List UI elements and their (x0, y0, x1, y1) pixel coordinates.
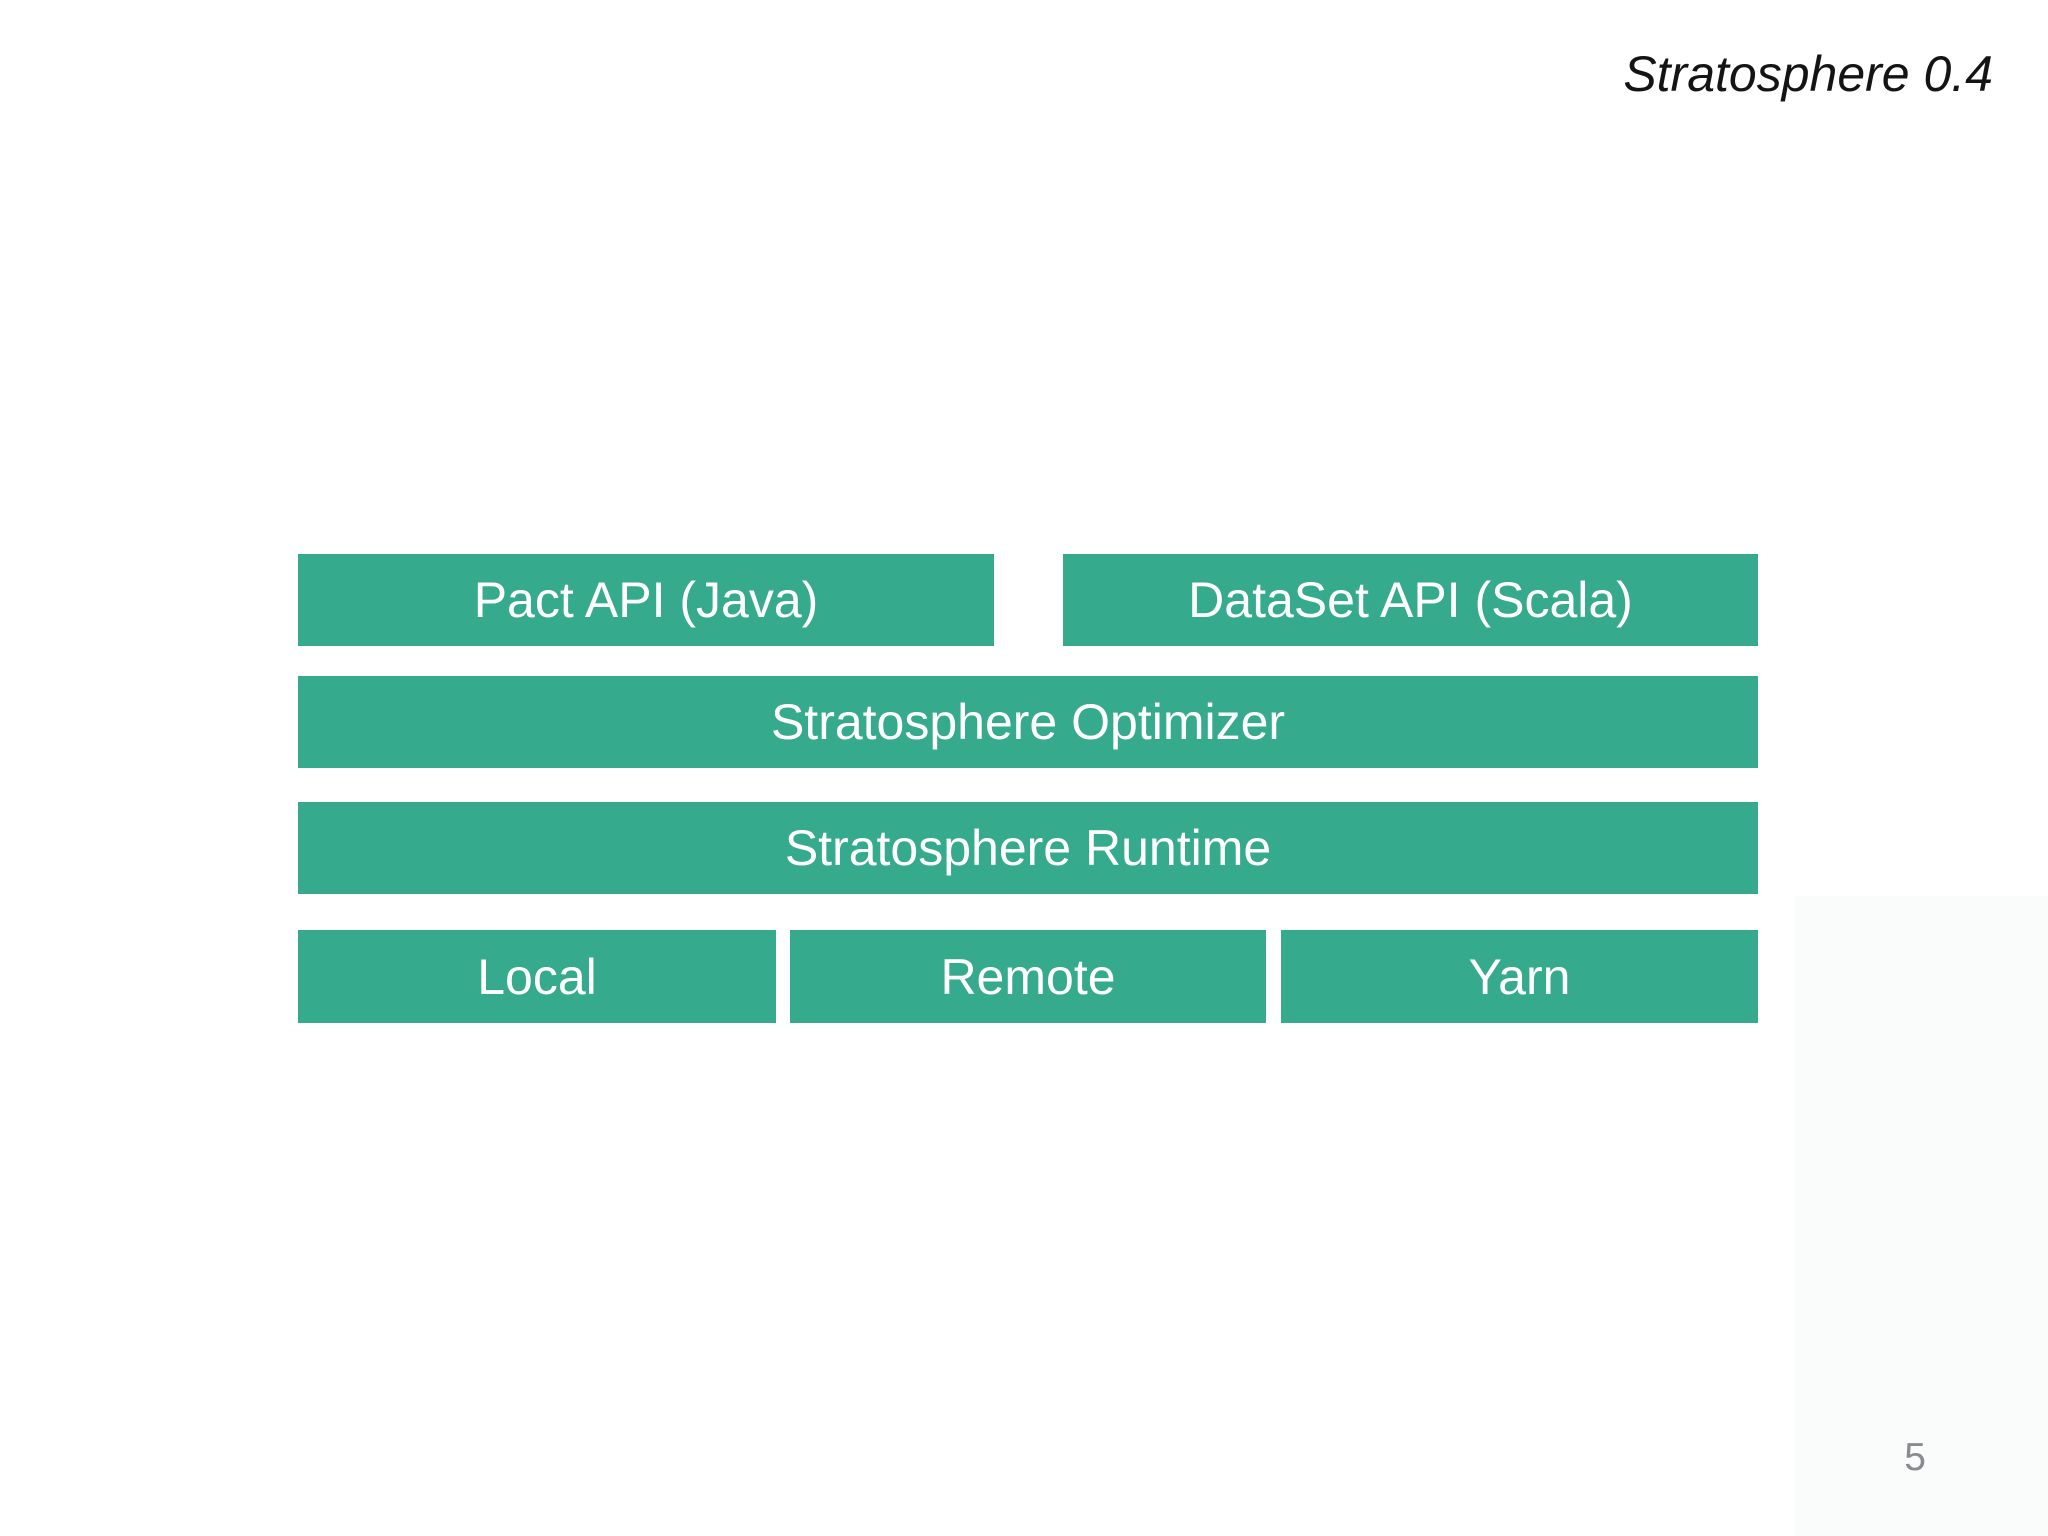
block-yarn: Yarn (1281, 930, 1758, 1023)
block-remote: Remote (790, 930, 1266, 1023)
block-dataset-api-scala: DataSet API (Scala) (1063, 554, 1758, 646)
block-stratosphere-optimizer: Stratosphere Optimizer (298, 676, 1758, 768)
slide-title: Stratosphere 0.4 (1623, 46, 1993, 102)
block-pact-api-java: Pact API (Java) (298, 554, 994, 646)
block-stratosphere-runtime: Stratosphere Runtime (298, 802, 1758, 894)
block-local: Local (298, 930, 776, 1023)
page-number: 5 (1904, 1436, 1926, 1479)
